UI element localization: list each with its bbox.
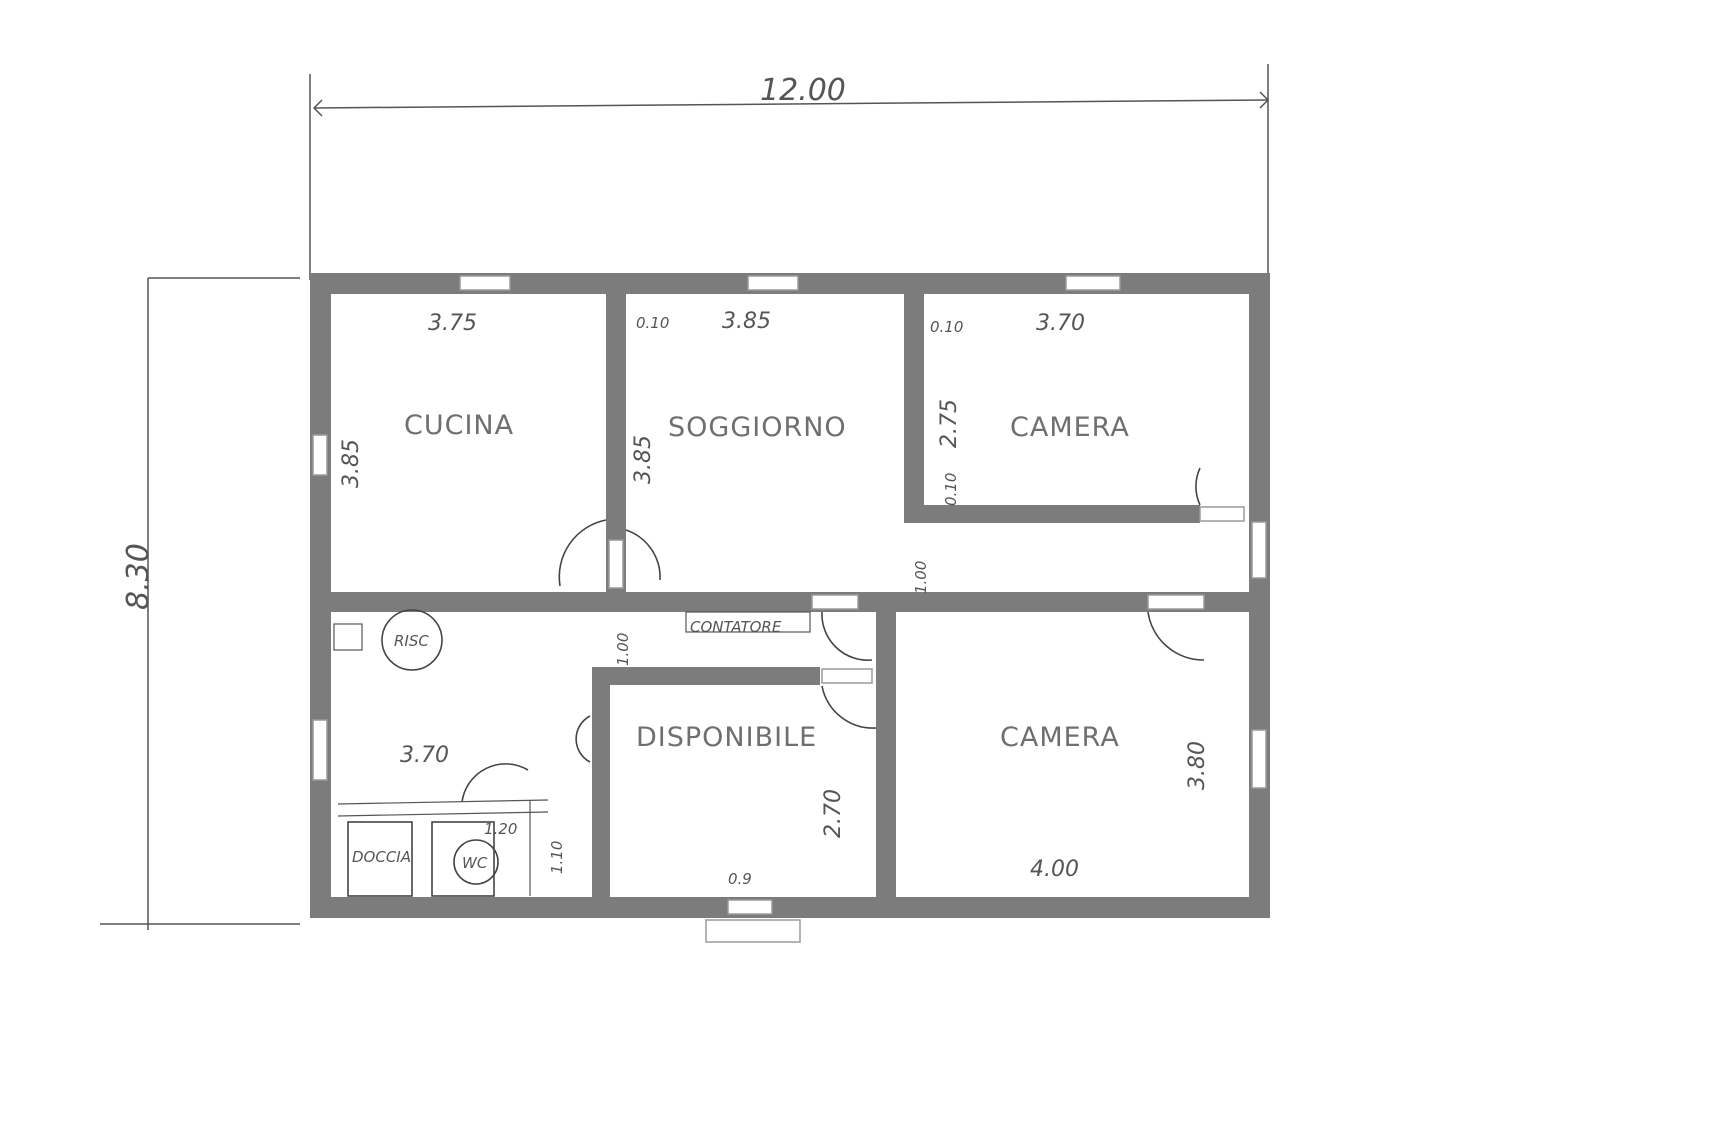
door-camera2	[1147, 611, 1205, 661]
dim-camera1-height: 2.75	[937, 399, 962, 448]
doorway-corridor-hall	[811, 594, 859, 610]
openings	[312, 275, 1267, 943]
door-soggiorno	[625, 529, 661, 581]
room-label-soggiorno: SOGGIORNO	[668, 412, 847, 443]
door-hall	[821, 611, 873, 661]
notes: 1.00 1.00 CONTATORE RISC DOCCIA WC 1.20 …	[352, 561, 930, 874]
door-disp-left	[575, 715, 591, 763]
note-contatore: CONTATORE	[690, 618, 782, 636]
dim-cucina-width: 3.75	[428, 311, 477, 336]
overall-width-label: 12.00	[760, 73, 846, 108]
wall-cucina-soggiorno	[606, 273, 626, 593]
risc-boiler	[381, 609, 443, 671]
room-label-disponibile: DISPONIBILE	[636, 722, 817, 753]
dim-camera2-width: 4.00	[1030, 857, 1079, 882]
note-hall-width: 1.00	[614, 633, 632, 666]
dim-cucina-height: 3.85	[339, 439, 364, 488]
window-right-corridor	[1251, 521, 1267, 579]
note-bagno-width: 1.20	[484, 820, 517, 838]
note-ingresso-width: 3.70	[400, 743, 449, 768]
wall-disponibile-top	[592, 667, 820, 685]
dim-camera1-wall: 0.10	[930, 318, 963, 336]
balcony-bottom	[705, 919, 801, 943]
contatore-box	[685, 611, 811, 633]
room-label-camera-2: CAMERA	[1000, 722, 1120, 753]
dim-soggiorno-height: 3.85	[631, 435, 656, 484]
doccia-box	[347, 821, 413, 897]
fixtures	[333, 609, 811, 897]
wall-disponibile-right	[876, 608, 896, 908]
dim-camera1-width: 3.70	[1036, 311, 1085, 336]
doorway-cucina-corridor	[608, 539, 624, 589]
window-camera-top	[1065, 275, 1121, 291]
door-swings	[461, 467, 1205, 803]
corridor-wall	[310, 592, 1270, 612]
room-label-camera-1: CAMERA	[1010, 412, 1130, 443]
window-soggiorno-top	[747, 275, 799, 291]
overall-width-dimension: 12.00	[309, 64, 1270, 280]
window-ingresso-left	[312, 719, 328, 781]
window-cucina-left	[312, 434, 328, 476]
note-corridor-width: 1.00	[912, 561, 930, 594]
door-camera1	[1195, 467, 1201, 506]
wall-soggiorno-camera	[904, 273, 924, 523]
window-cucina-top	[459, 275, 511, 291]
room-labels: CUCINA SOGGIORNO CAMERA DISPONIBILE CAME…	[404, 410, 1130, 753]
dim-camera1-wall-2: 0.10	[942, 473, 960, 506]
dim-disponibile-note: 0.9	[728, 870, 752, 888]
window-disponibile-bottom	[727, 899, 773, 915]
doorway-camera2	[1147, 594, 1205, 610]
wall-camera-bottom	[904, 505, 1200, 523]
overall-height-dimension: 8.30	[100, 277, 300, 930]
doorway-disponibile	[821, 668, 873, 684]
window-camera2-right	[1251, 729, 1267, 789]
door-disponibile	[821, 685, 877, 729]
wall-disponibile-left	[592, 667, 610, 907]
note-risc: RISC	[394, 632, 429, 650]
dim-soggiorno-width: 3.85	[722, 309, 771, 334]
note-doccia: DOCCIA	[352, 848, 411, 866]
doorway-camera1	[1199, 506, 1245, 522]
outer-wall-bottom	[310, 897, 1270, 918]
risc-unit	[333, 623, 363, 651]
dim-disponibile-height: 2.70	[821, 789, 846, 838]
room-dimensions: 3.75 3.85 3.85 3.85 0.10 3.70 2.75 0.10 …	[339, 309, 1210, 888]
wc-bowl	[453, 839, 499, 885]
wc-box	[431, 821, 495, 897]
dim-soggiorno-wall: 0.10	[636, 314, 669, 332]
dim-camera2-height: 3.80	[1185, 741, 1210, 790]
door-bagno	[461, 763, 529, 803]
room-label-cucina: CUCINA	[404, 410, 514, 441]
overall-height-label: 8.30	[121, 543, 156, 610]
note-wc: WC	[462, 854, 488, 872]
note-bagno-height: 1.10	[548, 841, 566, 874]
door-cucina	[558, 519, 607, 587]
